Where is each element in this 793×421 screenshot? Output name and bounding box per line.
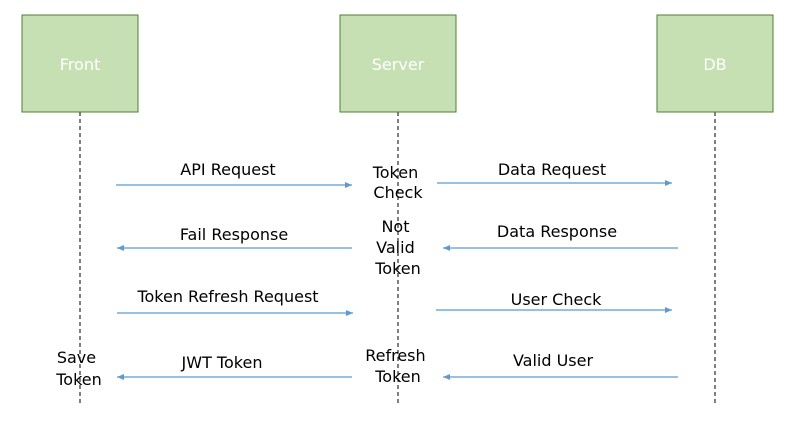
message-data-request: Data Request xyxy=(437,160,672,186)
actor-box-db xyxy=(656,14,774,113)
actor-label-front: Front xyxy=(60,55,100,74)
note-token-check: Token Check xyxy=(372,163,424,202)
message-label-fail-response: Fail Response xyxy=(180,225,288,244)
message-label-token-refresh-request: Token Refresh Request xyxy=(136,287,318,306)
note-token-check-line-1: Token xyxy=(372,163,419,182)
actor-box-server xyxy=(339,14,457,113)
message-token-refresh-request: Token Refresh Request xyxy=(117,287,353,316)
note-not-valid-token-line-3: Token xyxy=(374,259,421,278)
note-not-valid-token-line-2: Valid xyxy=(376,238,415,257)
message-api-request: API Request xyxy=(116,160,352,188)
note-token-check-line-2: Check xyxy=(373,183,423,202)
note-not-valid-token: Not Valid Token xyxy=(374,217,421,278)
message-label-jwt-token: JWT Token xyxy=(181,353,263,372)
message-jwt-token: JWT Token xyxy=(117,353,352,380)
note-refresh-token-line-1: Refresh xyxy=(365,346,425,365)
message-label-user-check: User Check xyxy=(511,290,603,309)
message-valid-user: Valid User xyxy=(443,351,678,380)
actor-server: Server xyxy=(339,14,457,113)
actor-label-db: DB xyxy=(703,55,726,74)
message-label-data-request: Data Request xyxy=(498,160,606,179)
message-label-api-request: API Request xyxy=(180,160,275,179)
message-fail-response: Fail Response xyxy=(117,225,352,251)
note-save-token-line-2: Token xyxy=(55,370,102,389)
actor-box-front xyxy=(21,14,139,113)
note-save-token: Save Token xyxy=(55,348,102,389)
actor-front: Front xyxy=(21,14,139,113)
note-save-token-line-1: Save xyxy=(57,348,96,367)
note-refresh-token-line-2: Token xyxy=(374,367,421,386)
message-user-check: User Check xyxy=(436,290,672,313)
note-refresh-token: Refresh Token xyxy=(365,346,431,386)
actor-label-server: Server xyxy=(372,55,425,74)
message-label-data-response: Data Response xyxy=(497,222,617,241)
note-not-valid-token-line-1: Not xyxy=(381,217,409,236)
actor-db: DB xyxy=(656,14,774,113)
message-data-response: Data Response xyxy=(443,222,678,251)
message-label-valid-user: Valid User xyxy=(513,351,594,370)
